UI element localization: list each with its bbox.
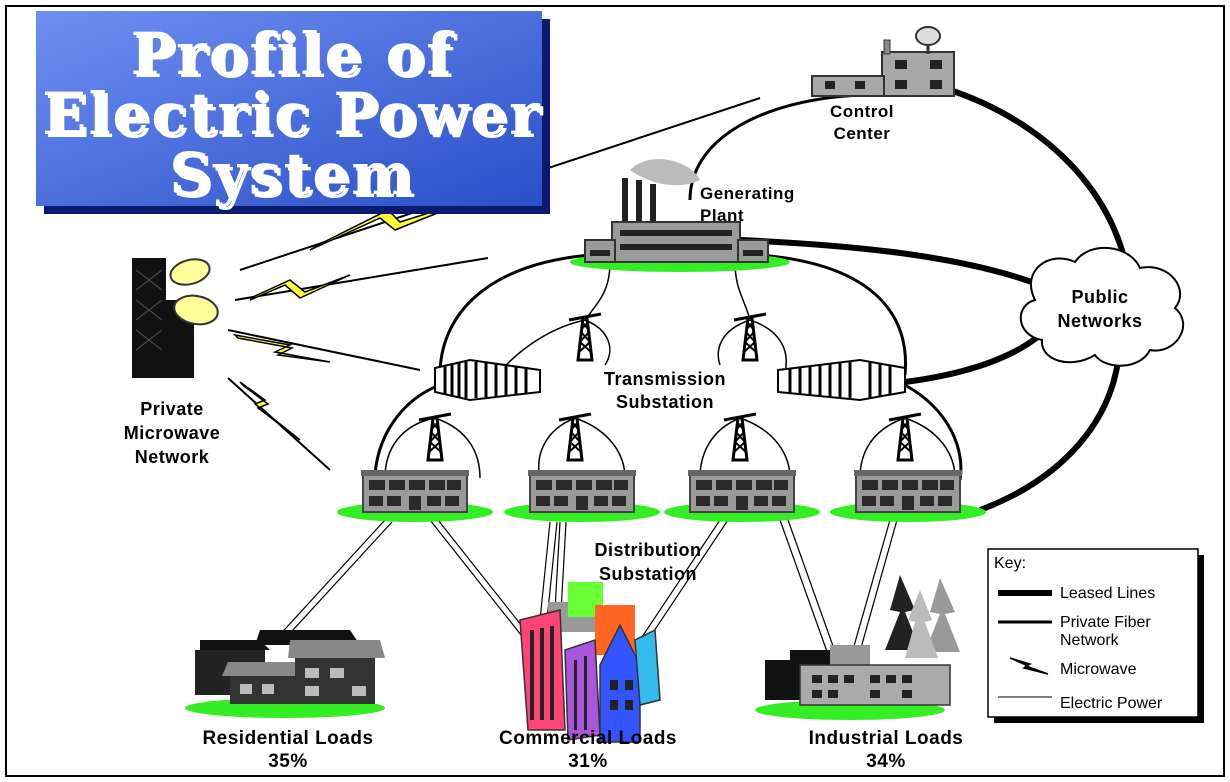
- distribution-substation-label-line1: Distribution: [595, 540, 702, 560]
- transmission-substation-icons: [434, 358, 906, 402]
- legend-microwave-swatch: [1009, 657, 1049, 675]
- title-line3: System: [169, 140, 414, 208]
- control-center-icon: [811, 26, 955, 97]
- legend-power-label: Electric Power: [1060, 695, 1163, 712]
- generating-plant-label-line1: Generating: [700, 184, 795, 203]
- legend-leased-label: Leased Lines: [1060, 585, 1155, 602]
- legend-title: Key:: [994, 555, 1026, 572]
- industrial-loads-percent: 34%: [866, 751, 906, 772]
- title-line2-shadow: Electric Power: [45, 83, 544, 151]
- title-line2: Electric Power: [42, 80, 541, 148]
- control-center-label-line2: Center: [834, 124, 891, 143]
- legend-fiber-label-line1: Private Fiber: [1060, 614, 1151, 631]
- microwave-tower-icon: [132, 258, 219, 378]
- residential-loads-label: Residential Loads: [202, 728, 373, 749]
- legend-microwave-label: Microwave: [1060, 661, 1137, 678]
- commercial-loads-label: Commercial Loads: [499, 728, 677, 749]
- title-line3-shadow: System: [172, 143, 417, 211]
- public-networks-cloud: [1019, 246, 1185, 367]
- title-line1: Profile of: [131, 20, 456, 88]
- title-line1-shadow: Profile of: [134, 23, 459, 91]
- transmission-substation-label-line2: Substation: [616, 392, 714, 412]
- legend-fiber-label-line2: Network: [1060, 632, 1120, 649]
- industrial-loads-label: Industrial Loads: [809, 728, 964, 749]
- distribution-substation-label-line2: Substation: [599, 564, 697, 584]
- control-center-label-line1: Control: [830, 102, 894, 121]
- residential-loads-icon: [185, 630, 385, 718]
- generating-plant-label-line2: Plant: [700, 206, 744, 225]
- residential-loads-percent: 35%: [268, 751, 308, 772]
- private-microwave-label-line3: Network: [135, 447, 210, 467]
- microwave-bolts: [232, 199, 471, 441]
- electric-power-lines: [384, 261, 956, 479]
- private-microwave-label-line2: Microwave: [124, 423, 221, 443]
- public-networks-label-line1: Public: [1071, 287, 1128, 307]
- private-microwave-label-line1: Private: [140, 399, 204, 419]
- generating-plant-icon: [570, 159, 790, 272]
- title-panel: Profile of Profile of Electric Power Ele…: [36, 11, 550, 214]
- slide-border: [5, 5, 1225, 777]
- commercial-loads-icon: [519, 582, 661, 743]
- distribution-substation-icons: [336, 469, 987, 523]
- legend-box: Key: Leased Lines Private Fiber Network …: [987, 548, 1204, 723]
- transmission-substation-label-line1: Transmission: [604, 369, 726, 389]
- commercial-loads-percent: 31%: [568, 751, 608, 772]
- industrial-loads-icon: [755, 575, 960, 720]
- public-networks-label-line2: Networks: [1057, 311, 1142, 331]
